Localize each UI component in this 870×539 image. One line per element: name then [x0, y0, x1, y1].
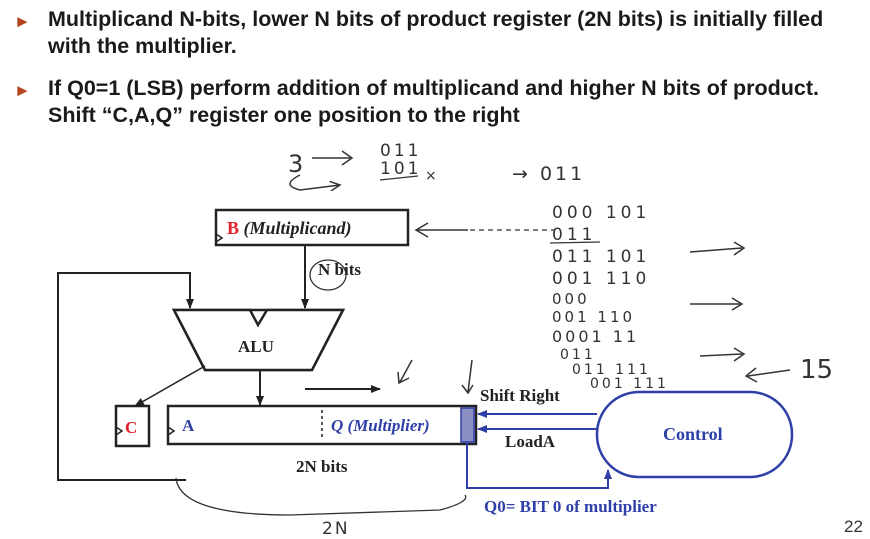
hw-row: 001 110	[552, 308, 635, 326]
hw-row: 011 101	[552, 247, 650, 267]
hw-101: 101	[380, 159, 421, 179]
n-bits-label: N bits	[318, 260, 361, 279]
alu-label: ALU	[238, 337, 274, 356]
bullet-arrow-icon: ►	[14, 81, 31, 100]
control-unit: Control	[595, 390, 794, 479]
hw-row: 011	[552, 225, 596, 245]
hw-row: 000	[552, 290, 590, 308]
c-register: C	[114, 404, 151, 448]
hw-row: 000 101	[552, 203, 650, 223]
hw-row: 011	[560, 347, 596, 363]
handwritten-notes: 3 011 101 × → 011 000 101 011 011 101 00…	[175, 141, 833, 539]
shift-right-label: Shift Right	[480, 386, 560, 405]
hw-row: 001 110	[552, 269, 650, 289]
q-label: Q (Multiplier)	[331, 416, 430, 435]
alu: ALU	[171, 308, 346, 372]
bullet-1: ► Multiplicand N-bits, lower N bits of p…	[14, 6, 864, 60]
svg-text:B (Multiplicand): B (Multiplicand)	[227, 218, 352, 239]
hw-row: 0001 11	[552, 327, 639, 346]
q0-bit	[460, 407, 475, 443]
hw-15: 15	[800, 355, 833, 385]
b-letter: B	[227, 218, 239, 238]
page-number: 22	[844, 517, 863, 536]
c-label: C	[125, 418, 137, 437]
q0-note: Q0= BIT 0 of multiplier	[484, 497, 657, 516]
hw-result: → 011	[512, 163, 585, 185]
control-label: Control	[663, 424, 723, 444]
b-register: B (Multiplicand)	[214, 208, 410, 247]
a-label: A	[182, 416, 195, 435]
clock-icon	[215, 233, 224, 243]
loada-label: LoadA	[505, 432, 556, 451]
hw-row: 001 111	[590, 376, 669, 392]
feedback-loop-line	[57, 272, 194, 481]
bullet-arrow-icon: ►	[14, 12, 31, 31]
bullet-2: ► If Q0=1 (LSB) perform addition of mult…	[14, 75, 864, 129]
hw-2n: 2N	[322, 519, 350, 539]
bullet-1-text: Multiplicand N-bits, lower N bits of pro…	[48, 7, 824, 58]
aq-register: A Q (Multiplier)	[166, 404, 478, 446]
hw-row: 011 111	[572, 362, 651, 378]
alu-to-c-line	[134, 365, 206, 407]
hw-011: 011	[380, 141, 421, 161]
q0-feedback-line	[466, 442, 612, 489]
b-register-label: (Multiplicand)	[239, 218, 352, 239]
product-width-label: 2N bits	[296, 457, 348, 476]
hw-3: 3	[288, 150, 303, 178]
bullet-2-text: If Q0=1 (LSB) perform addition of multip…	[48, 76, 820, 127]
hw-times: ×	[425, 168, 437, 184]
